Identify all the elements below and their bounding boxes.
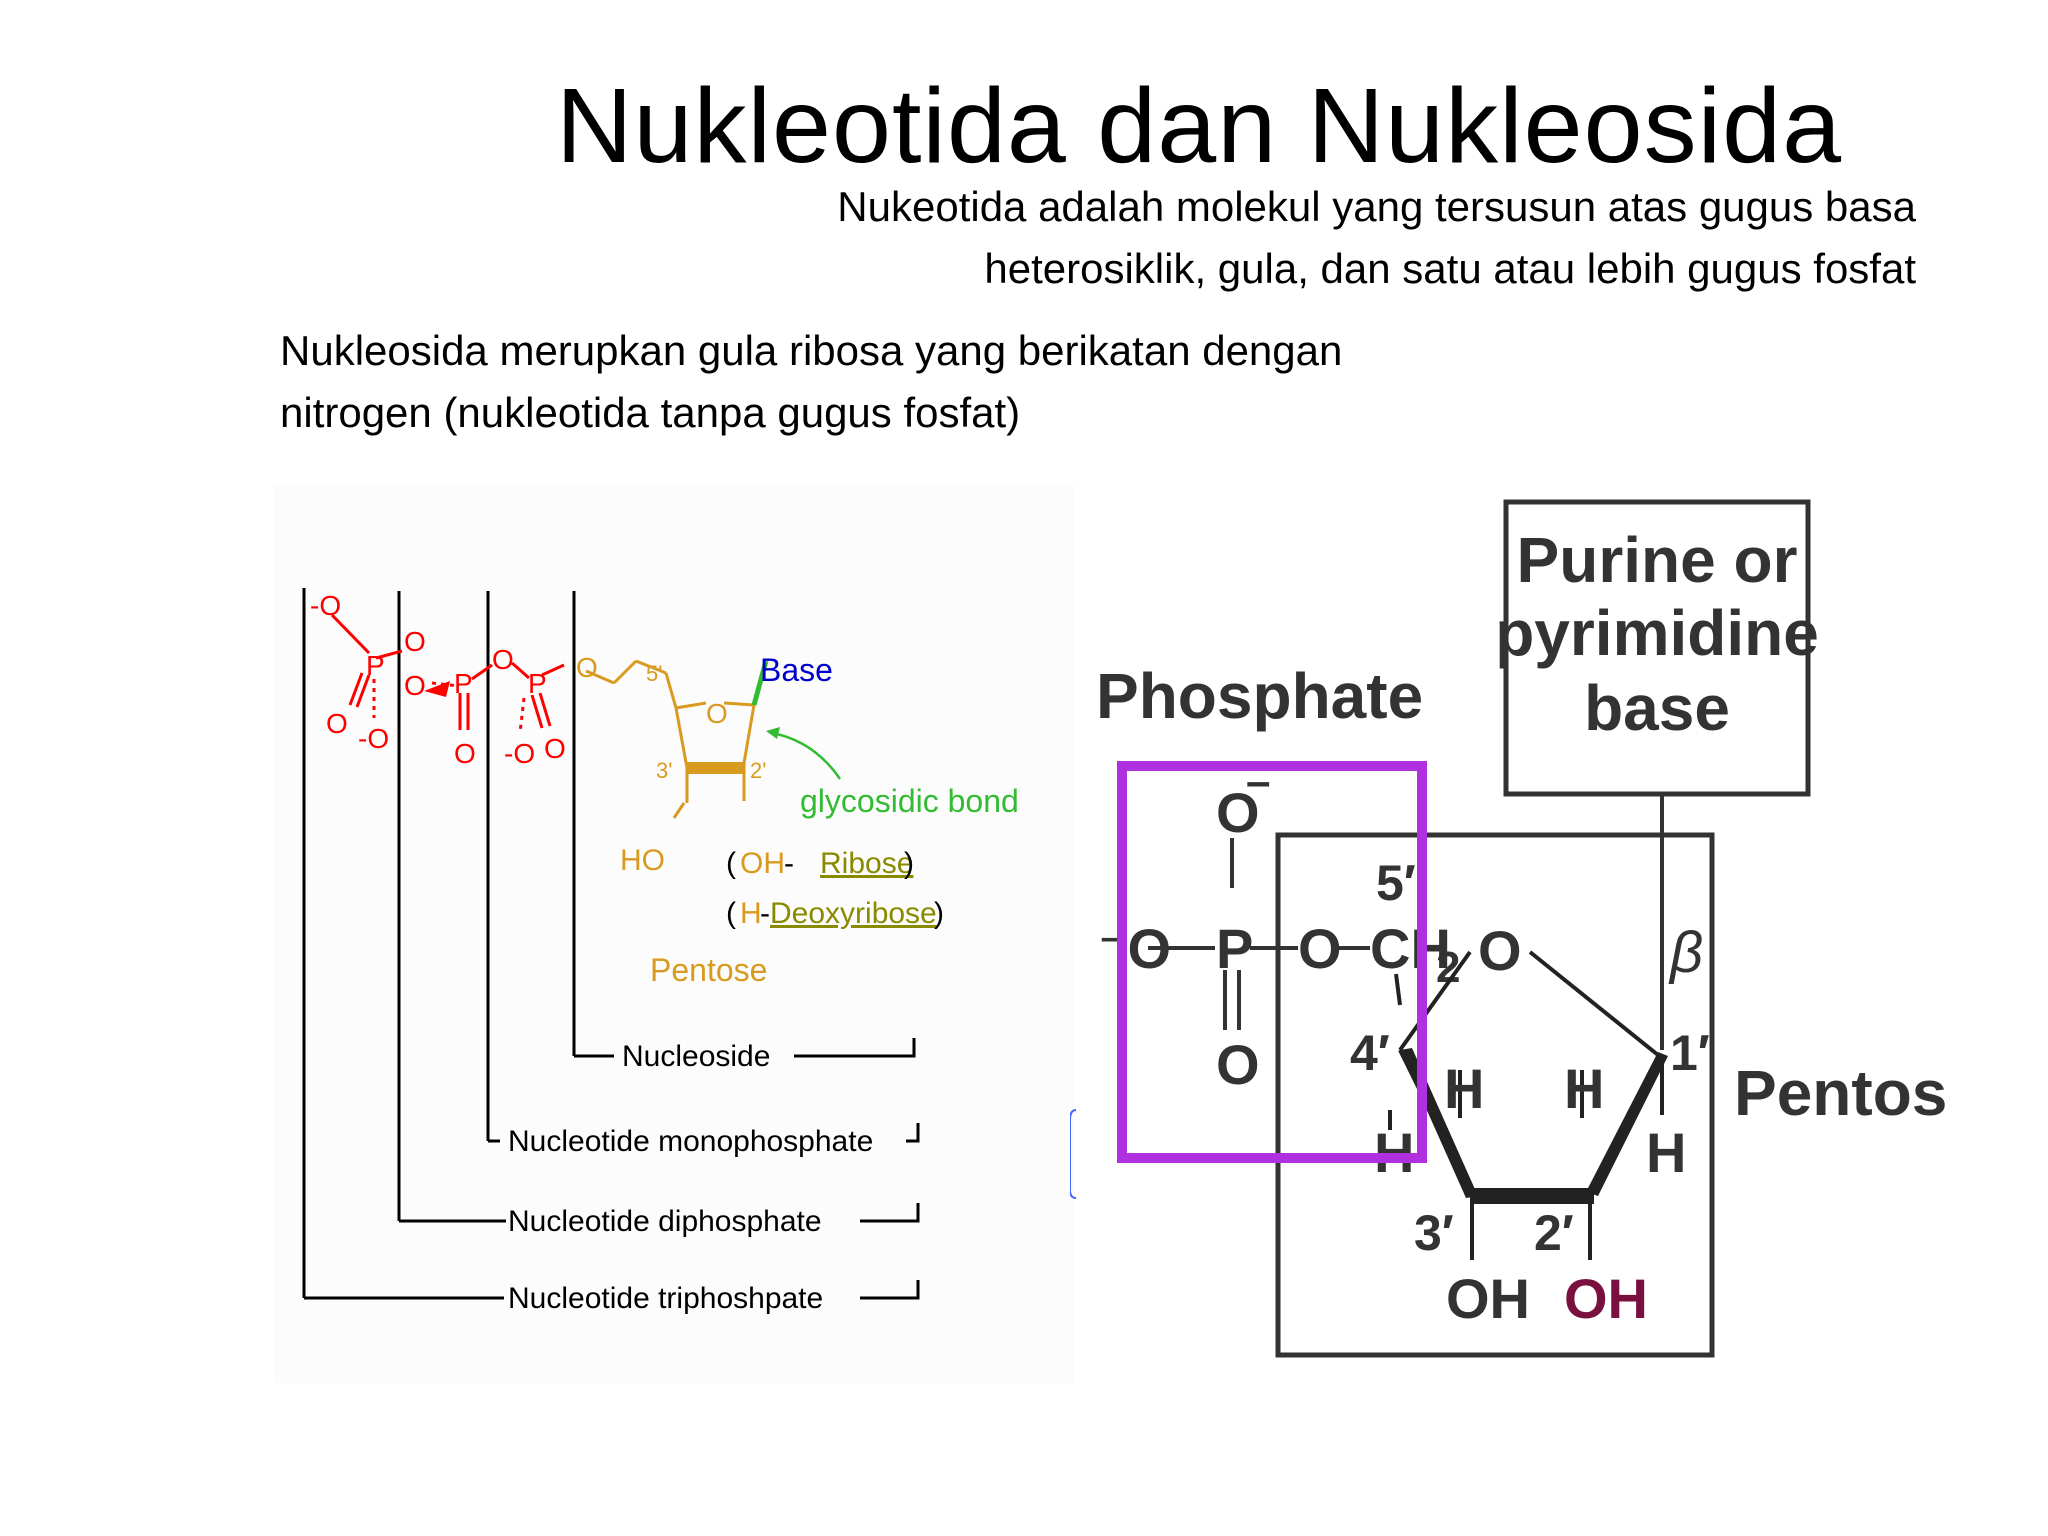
- pentose-label-left: Pentose: [650, 952, 767, 988]
- bracket-lines: [302, 588, 920, 1300]
- ribose-label: Ribose: [820, 847, 913, 880]
- glycosidic-bond-label: glycosidic bond: [800, 783, 1019, 819]
- schematic-sugar-atoms: O 5′ 4′ 1′ 3′ 2′ H H H H OH OH: [1350, 855, 1710, 1330]
- schematic-o-bridge: O: [1298, 917, 1342, 980]
- phosphate-highlight-box: [1117, 761, 1427, 1163]
- schematic-p: P: [1216, 917, 1253, 980]
- atom-o-ester: O: [576, 652, 598, 683]
- atom-o1-bottom-left: O: [326, 708, 348, 739]
- ribose-oh: OH: [740, 847, 785, 880]
- deoxyribose-h: H: [740, 897, 762, 930]
- nucleotide-definition: Nukeotida adalah molekul yang tersusun a…: [716, 176, 1916, 300]
- svg-text:-: -: [784, 847, 794, 880]
- nucleotide-schematic-figure: Purine or pyrimidine base Phosphate O – …: [1069, 490, 1983, 1390]
- phosphate-bonds: [330, 613, 565, 734]
- nucleoside-definition-line1: Nukleosida merupkan gula ribosa yang ber…: [280, 327, 1343, 374]
- phosphate-label: Phosphate: [1096, 660, 1423, 732]
- schematic-phosphate-bonds: [1148, 838, 1370, 1030]
- svg-text:pyrimidine: pyrimidine: [1495, 597, 1819, 669]
- beta-label: β: [1668, 920, 1703, 985]
- base-box-label: Purine or pyrimidine base: [1495, 524, 1819, 744]
- atom-o-bridge1: O: [404, 670, 426, 701]
- label-nucleotide-monophosphate: Nucleotide monophosphate: [508, 1125, 873, 1158]
- schematic-c1: 1′: [1670, 1025, 1710, 1081]
- nucleotide-schematic-svg: Purine or pyrimidine base Phosphate O – …: [1069, 499, 1983, 1358]
- sugar-bonds: [585, 659, 756, 819]
- glycosidic-arrowhead: [766, 727, 780, 739]
- sugar-ring-o: O: [706, 698, 728, 729]
- phosphate-atoms: -O P O O -O O P O O P -O O: [310, 590, 566, 769]
- atom-o-minus-top: -O: [310, 590, 341, 621]
- sugar-c5-label: 5': [646, 661, 662, 686]
- svg-text:(: (: [726, 847, 736, 880]
- label-nucleotide-diphosphate: Nucleotide diphosphate: [508, 1205, 822, 1238]
- schematic-h2: H: [1564, 1057, 1604, 1120]
- ribose-line: ( OH - Ribose ): [726, 847, 914, 880]
- schematic-h4: H: [1646, 1121, 1686, 1184]
- slide-title: Nukleotida dan Nukleosida: [556, 67, 1843, 185]
- sugar-ho-label: HO: [620, 844, 665, 877]
- nucleotide-definition-line1: Nukeotida adalah molekul yang tersusun a…: [837, 183, 1916, 230]
- pentose-label-right: Pentose: [1734, 1057, 1950, 1129]
- schematic-o-minus: O: [1216, 781, 1260, 844]
- atom-p3: P: [528, 668, 547, 699]
- schematic-c2: 2′: [1534, 1205, 1574, 1261]
- svg-text:-: -: [760, 897, 770, 930]
- deoxyribose-line: ( H - Deoxyribose ): [726, 897, 944, 930]
- schematic-ch2: CH: [1370, 917, 1451, 980]
- nucleotide-structure-figure: -O P O O -O O P O O P -O O: [274, 483, 1074, 1383]
- label-nucleotide-triphosphate: Nucleotide triphoshpate: [508, 1282, 823, 1315]
- schematic-c5: 5′: [1376, 855, 1416, 911]
- nucleotide-structure-svg: -O P O O -O O P O O P -O O: [302, 588, 1019, 1315]
- svg-text:base: base: [1584, 672, 1730, 744]
- selection-mark: [1069, 1109, 1077, 1199]
- schematic-c3: 3′: [1414, 1205, 1454, 1261]
- base-box: [1503, 499, 1811, 797]
- svg-text:): ): [934, 897, 944, 930]
- schematic-minus-o-left: ⁻O: [1098, 917, 1171, 980]
- pentose-box: [1275, 832, 1715, 1358]
- bracket-labels: Nucleoside Nucleotide monophosphate Nucl…: [508, 1040, 873, 1315]
- glycosidic-arrow: [771, 731, 842, 780]
- schematic-c4: 4′: [1350, 1025, 1390, 1081]
- schematic-h1: H: [1444, 1057, 1484, 1120]
- schematic-phosphate-atoms: O – ⁻O P O CH 2 O: [1098, 757, 1460, 1096]
- sugar-c2-label: 2': [750, 758, 766, 783]
- atom-o1-minus-bottom: -O: [358, 723, 389, 754]
- base-label: Base: [760, 652, 833, 688]
- nucleoside-definition-line2: nitrogen (nukleotida tanpa gugus fosfat): [280, 389, 1021, 436]
- sugar-atoms: O 5' O 3' 2' HO Pentose: [576, 652, 767, 988]
- schematic-h3: H: [1374, 1121, 1414, 1184]
- atom-p2: P: [454, 668, 473, 699]
- nucleoside-definition: Nukleosida merupkan gula ribosa yang ber…: [280, 320, 1580, 444]
- svg-text:(: (: [726, 897, 736, 930]
- atom-o3-bottom-right: O: [544, 733, 566, 764]
- ring-front-right: [1586, 1052, 1668, 1196]
- atom-o3-minus-bottom: -O: [504, 738, 535, 769]
- svg-text:): ): [904, 847, 914, 880]
- nucleotide-definition-line2: heterosiklik, gula, dan satu atau lebih …: [984, 245, 1916, 292]
- atom-p1: P: [366, 650, 385, 681]
- atom-o-bridge2: O: [492, 644, 514, 675]
- wedge-bond: [424, 681, 450, 697]
- schematic-o-double: O: [1216, 1033, 1260, 1096]
- atom-o1-right: O: [404, 626, 426, 657]
- schematic-oh3: OH: [1446, 1267, 1530, 1330]
- glycosidic-bond-line: [751, 660, 769, 706]
- schematic-oh2: OH: [1564, 1267, 1648, 1330]
- atom-o2-bottom: O: [454, 738, 476, 769]
- sugar-c3-label: 3': [656, 758, 672, 783]
- deoxyribose-label: Deoxyribose: [770, 897, 937, 930]
- label-nucleoside: Nucleoside: [622, 1040, 770, 1073]
- schematic-ring-o: O: [1478, 919, 1522, 982]
- svg-text:Purine or: Purine or: [1517, 524, 1798, 596]
